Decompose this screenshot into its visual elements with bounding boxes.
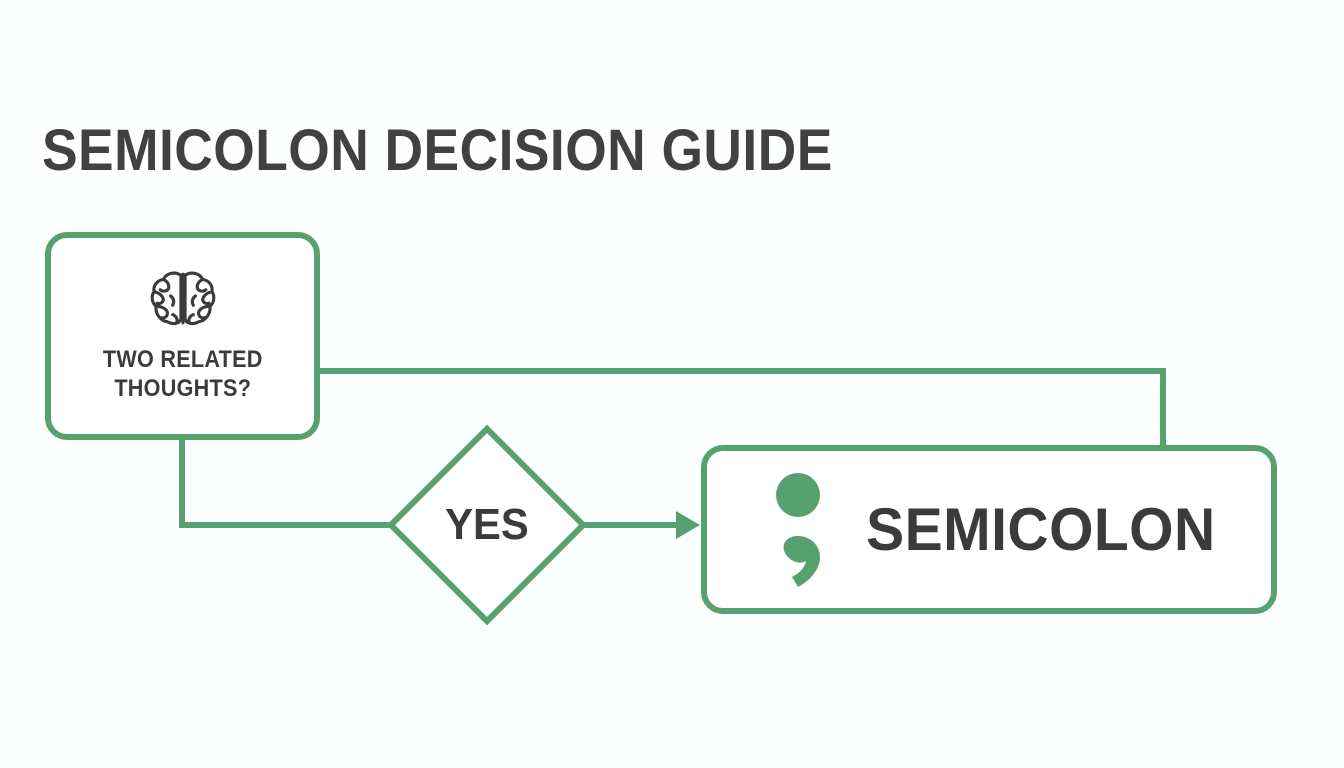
semicolon-icon	[776, 472, 820, 587]
question-node-label-line1: TWO RELATED	[102, 345, 263, 373]
connector-question-to-decision	[179, 440, 391, 528]
brain-icon	[150, 271, 215, 325]
arrowhead-icon	[676, 511, 700, 539]
question-node[interactable]: TWO RELATED THOUGHTS?	[45, 232, 320, 440]
decision-node-label: YES	[445, 500, 529, 549]
question-node-label-line2: THOUGHTS?	[114, 375, 251, 402]
result-node-label: SEMICOLON	[866, 496, 1216, 563]
result-node[interactable]: SEMICOLON	[701, 445, 1277, 614]
connector-question-to-result-top	[320, 368, 1166, 452]
page-title: SEMICOLON DECISION GUIDE	[42, 118, 833, 183]
question-node-label: TWO RELATED THOUGHTS?	[103, 345, 263, 404]
decision-node[interactable]: YES	[386, 424, 588, 626]
